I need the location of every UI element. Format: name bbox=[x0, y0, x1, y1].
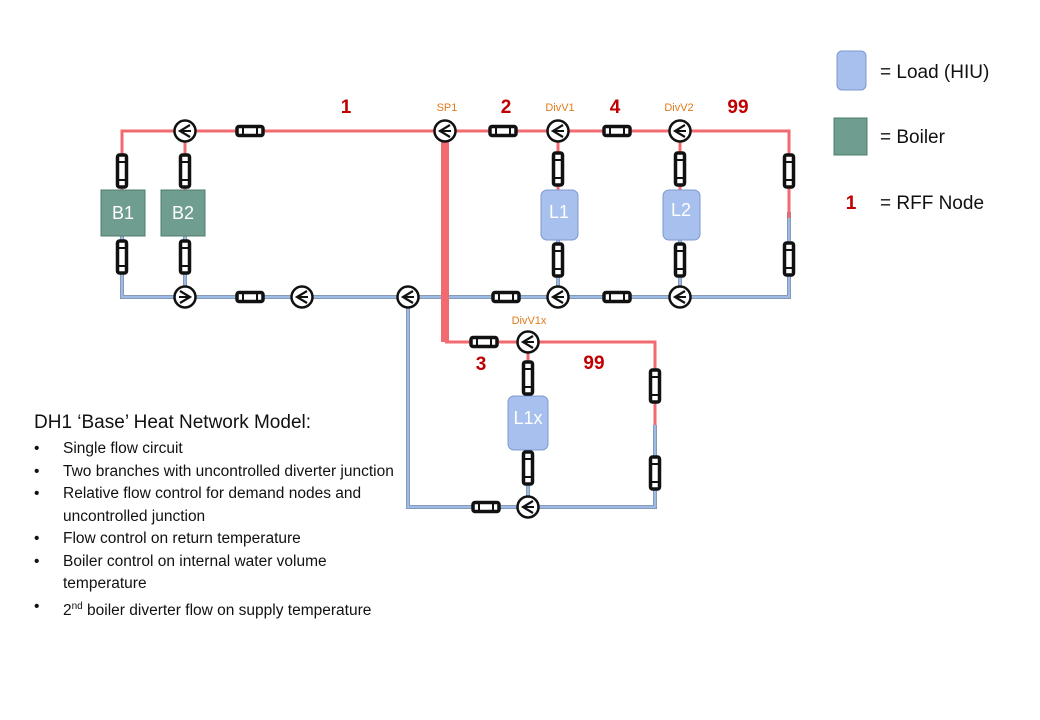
list-item-text: Relative flow control for demand nodes a… bbox=[63, 485, 362, 525]
load-l1x bbox=[507, 395, 549, 451]
list-item: • Relative flow control for demand nodes … bbox=[34, 483, 394, 528]
list-item-text: Two branches with uncontrolled diverter … bbox=[63, 462, 394, 480]
legend-boiler-swatch bbox=[833, 117, 868, 156]
valve-icon bbox=[173, 119, 197, 143]
pipe-segment bbox=[648, 455, 662, 491]
pipe-segment bbox=[488, 124, 518, 138]
pipe-segment bbox=[115, 239, 129, 275]
pipe-segment bbox=[648, 368, 662, 404]
pipe-segment bbox=[551, 151, 565, 187]
list-item: • 2nd boiler diverter flow on supply temp… bbox=[34, 596, 394, 623]
boiler-b2 bbox=[160, 189, 206, 237]
list-item: • Boiler control on internal water volume… bbox=[34, 551, 394, 596]
description-list: • Single flow circuit • Two branches with … bbox=[34, 438, 394, 622]
bullet: • bbox=[34, 462, 40, 480]
valve-icon bbox=[668, 285, 692, 309]
load-l2-label: L2 bbox=[671, 200, 691, 220]
list-item-prefix: 2 bbox=[63, 601, 72, 619]
legend-load-swatch bbox=[836, 50, 867, 91]
node-99-lower: 99 bbox=[583, 353, 604, 374]
valve-icon bbox=[516, 495, 540, 519]
node-3: 3 bbox=[476, 354, 487, 375]
list-item-text: Boiler control on internal water volume … bbox=[63, 552, 327, 593]
pipe-segment bbox=[521, 450, 535, 486]
legend-load-label: = Load (HIU) bbox=[880, 62, 989, 83]
description-title: DH1 ‘Base’ Heat Network Model: bbox=[34, 412, 312, 433]
pipe-segment bbox=[469, 335, 499, 349]
label-divv2: DivV2 bbox=[664, 102, 693, 114]
list-item-superscript: nd bbox=[71, 600, 83, 612]
node-4: 4 bbox=[610, 97, 621, 118]
node-99-top: 99 bbox=[727, 97, 748, 118]
model-description: DH1 ‘Base’ Heat Network Model: • Single f… bbox=[34, 412, 394, 622]
boiler-b2-label: B2 bbox=[172, 203, 194, 223]
load-l2 bbox=[662, 189, 701, 241]
pipe-segment bbox=[235, 124, 265, 138]
valve-icon bbox=[396, 285, 420, 309]
supply-pipes bbox=[120, 129, 791, 425]
pipe-segment bbox=[491, 290, 521, 304]
diverter-divv1-icon bbox=[546, 119, 570, 143]
pipe-segment bbox=[782, 153, 796, 189]
pipe-segment bbox=[673, 151, 687, 187]
valve-icon bbox=[546, 285, 570, 309]
pipe-segment bbox=[178, 153, 192, 189]
boiler-b1-label: B1 bbox=[112, 203, 134, 223]
label-divv1: DivV1 bbox=[545, 102, 574, 114]
pipe-segment bbox=[551, 242, 565, 278]
bullet: • bbox=[34, 485, 40, 502]
legend-node-label: = RFF Node bbox=[880, 193, 984, 214]
bullet: • bbox=[34, 552, 40, 570]
load-l1-label: L1 bbox=[549, 202, 569, 222]
diverter-divv1x-icon bbox=[516, 330, 540, 354]
legend-node-example: 1 bbox=[846, 193, 857, 214]
load-l1 bbox=[540, 189, 579, 241]
list-item-text: boiler diverter flow on supply temperatu… bbox=[82, 601, 372, 619]
node-1: 1 bbox=[341, 97, 352, 118]
diverter-divv2-icon bbox=[668, 119, 692, 143]
pipe-segment bbox=[521, 360, 535, 396]
legend: = Load (HIU) = Boiler 1 = RFF Node bbox=[833, 50, 989, 214]
pipe-segment bbox=[782, 241, 796, 277]
label-sp1: SP1 bbox=[437, 102, 458, 114]
bullet: • bbox=[34, 597, 40, 615]
list-item-text: Flow control on return temperature bbox=[63, 530, 301, 547]
pipe-segment bbox=[115, 153, 129, 189]
list-item-text: Single flow circuit bbox=[63, 440, 183, 457]
bullet: • bbox=[34, 530, 40, 547]
pipe-segment bbox=[471, 500, 501, 514]
list-item: • Two branches with uncontrolled diverter… bbox=[34, 461, 394, 484]
list-item: • Flow control on return temperature bbox=[34, 528, 394, 551]
load-l1x-label: L1x bbox=[513, 408, 542, 428]
bullet: • bbox=[34, 440, 40, 457]
pipe-segment bbox=[602, 290, 632, 304]
label-divv1x: DivV1x bbox=[512, 315, 547, 327]
pipe-segment bbox=[178, 239, 192, 275]
legend-boiler-label: = Boiler bbox=[880, 127, 946, 148]
splitter-sp1-icon bbox=[433, 119, 457, 143]
pump-icon bbox=[290, 285, 314, 309]
list-item: • Single flow circuit bbox=[34, 438, 394, 461]
pipe-segment bbox=[673, 242, 687, 278]
valve-icon bbox=[173, 285, 197, 309]
pipe-segment bbox=[602, 124, 632, 138]
boiler-b1 bbox=[100, 189, 146, 237]
pipe-segment bbox=[235, 290, 265, 304]
node-2: 2 bbox=[501, 97, 512, 118]
